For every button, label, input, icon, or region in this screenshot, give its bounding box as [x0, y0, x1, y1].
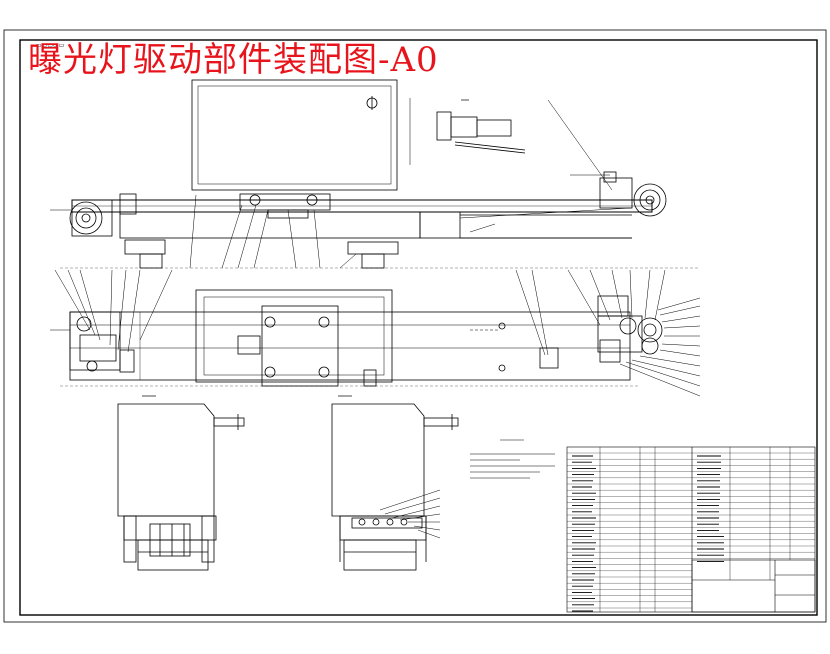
section-view-right [331, 403, 459, 571]
drawing-title: 曝光灯驱动部件装配图-A0 [28, 40, 439, 80]
parts-list-entries [572, 455, 724, 612]
elevation-view [69, 79, 667, 269]
drawing-stamp-mark: ▭▭▭▭▭ [36, 42, 65, 49]
parts-list-table [566, 446, 816, 613]
leader-lines-top [50, 98, 700, 269]
leader-lines-section [379, 489, 441, 539]
parts-list-rows [567, 452, 815, 609]
section-view-left [117, 403, 245, 571]
outer-border [3, 29, 827, 623]
plan-view [69, 289, 663, 387]
view-label-marks [142, 99, 469, 397]
leader-lines-plan [50, 269, 701, 397]
technical-requirements-block [470, 439, 555, 479]
drawing-frame [19, 39, 818, 616]
